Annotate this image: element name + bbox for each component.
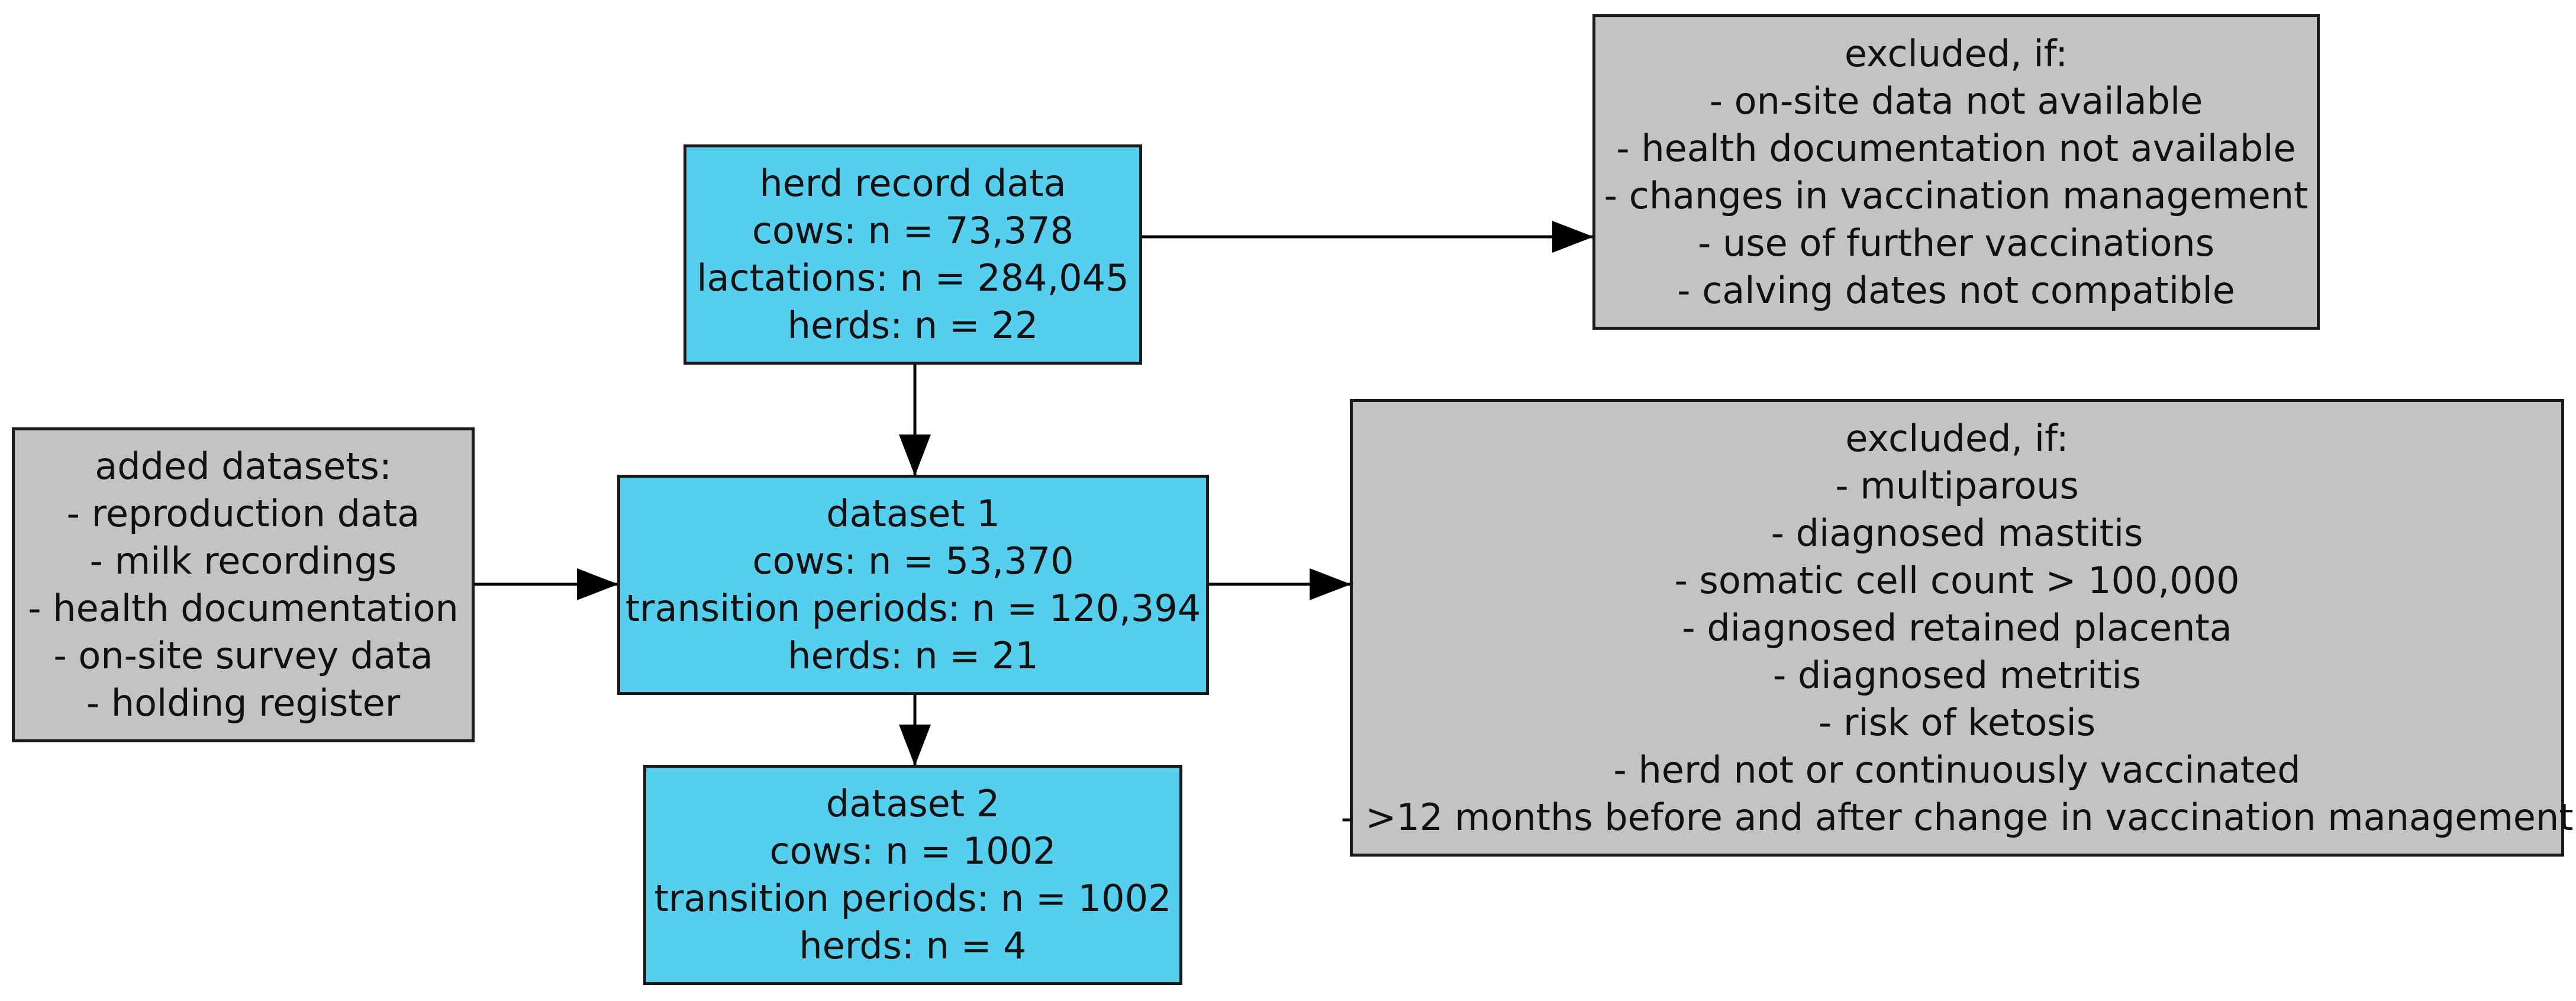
excluded-2-item: - diagnosed retained placenta: [1682, 606, 2232, 649]
added-datasets-item: - milk recordings: [89, 539, 397, 582]
excluded-criteria-2-node: excluded, if: - multiparous - diagnosed …: [1340, 399, 2574, 857]
added-datasets-item: - holding register: [86, 681, 401, 725]
added-datasets-item: - reproduction data: [66, 492, 420, 535]
dataset-2-herds: herds: n = 4: [799, 924, 1027, 967]
added-datasets-item: - health documentation: [28, 587, 459, 630]
excluded-2-item: - diagnosed metritis: [1772, 653, 2142, 697]
excluded-2-item: - multiparous: [1835, 464, 2079, 507]
excluded-1-item: - use of further vaccinations: [1698, 221, 2214, 265]
dataset-2-cows: cows: n = 1002: [769, 829, 1056, 873]
dataset-2-transition-periods: transition periods: n = 1002: [654, 877, 1172, 920]
excluded-2-item: - >12 months before and after change in …: [1340, 795, 2574, 839]
excluded-1-item: - health documentation not available: [1616, 126, 2296, 170]
herd-record-data-node: herd record data cows: n = 73,378 lactat…: [684, 144, 1142, 365]
added-datasets-node: added datasets: - reproduction data - mi…: [12, 427, 475, 742]
excluded-2-item: - somatic cell count > 100,000: [1674, 558, 2240, 602]
added-datasets-title: added datasets:: [95, 445, 392, 488]
dataset-2-title: dataset 2: [826, 782, 1000, 825]
dataset-1-cows: cows: n = 53,370: [752, 539, 1074, 582]
excluded-1-item: - on-site data not available: [1709, 79, 2203, 123]
dataset-2-node: dataset 2 cows: n = 1002 transition peri…: [643, 765, 1182, 985]
herd-record-lactations: lactations: n = 284,045: [697, 256, 1129, 300]
added-datasets-item: - on-site survey data: [53, 634, 433, 677]
excluded-2-item: - diagnosed mastitis: [1771, 511, 2143, 555]
dataset-1-node: dataset 1 cows: n = 53,370 transition pe…: [617, 475, 1209, 695]
dataset-1-herds: herds: n = 21: [788, 634, 1039, 677]
excluded-1-item: - calving dates not compatible: [1677, 268, 2235, 312]
excluded-1-title: excluded, if:: [1844, 31, 2068, 75]
dataset-1-title: dataset 1: [826, 492, 1000, 535]
excluded-1-item: - changes in vaccination management: [1604, 173, 2309, 217]
excluded-2-item: - risk of ketosis: [1818, 700, 2096, 744]
excluded-2-title: excluded, if:: [1845, 416, 2069, 460]
excluded-2-item: - herd not or continuously vaccinated: [1613, 748, 2301, 791]
excluded-criteria-1-node: excluded, if: - on-site data not availab…: [1592, 14, 2320, 330]
herd-record-herds: herds: n = 22: [787, 304, 1039, 347]
herd-record-cows: cows: n = 73,378: [752, 209, 1074, 252]
herd-record-title: herd record data: [759, 162, 1066, 205]
dataset-1-transition-periods: transition periods: n = 120,394: [625, 587, 1201, 630]
